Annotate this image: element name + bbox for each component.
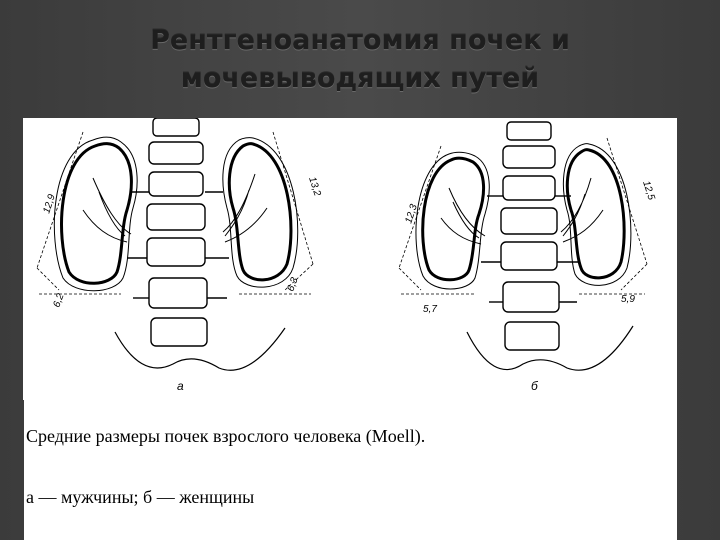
left-kidney-outer-b [415, 151, 490, 290]
left-kidney-a [60, 142, 133, 285]
slide-title: Рентгеноанатомия почек и мочевыводящих п… [0, 22, 720, 98]
left-width-label-b: 5,7 [423, 304, 437, 315]
right-pelvis-a [222, 173, 268, 243]
right-width-label-a: 6,3 [285, 276, 300, 293]
panel-label-a: а [177, 379, 184, 393]
spine-a [127, 118, 229, 347]
left-pelvis-b [440, 187, 486, 245]
pelvis-outline-b [466, 325, 634, 371]
kidney-diagram: 12,9 13,2 6,2 6,3 а [23, 118, 677, 400]
panel-a: 12,9 13,2 6,2 6,3 а [36, 118, 323, 393]
pelvis-outline-a [114, 327, 286, 371]
dimensions-b [398, 137, 648, 295]
caption-line-1: Средние размеры почек взрослого человека… [26, 426, 426, 446]
left-kidney-outer-a [53, 136, 138, 292]
right-kidney-outer-a [222, 137, 299, 288]
spine-b [481, 121, 579, 351]
dimensions-a [36, 131, 314, 295]
right-kidney-b [565, 148, 626, 280]
panel-b: 12,3 12,5 5,7 5,9 б [398, 121, 657, 393]
right-kidney-a [227, 142, 293, 282]
left-kidney-b [421, 156, 485, 282]
right-kidney-outer-b [562, 143, 632, 286]
title-line-2: мочевыводящих путей [180, 63, 540, 94]
title-line-1: Рентгеноанатомия почек и [150, 25, 570, 56]
right-width-label-b: 5,9 [621, 294, 635, 305]
panel-label-b: б [531, 379, 539, 393]
right-length-label-b: 12,5 [640, 180, 657, 202]
left-pelvis-a [82, 177, 132, 243]
left-width-label-a: 6,2 [51, 292, 66, 309]
right-length-label-a: 13,2 [306, 176, 323, 198]
caption-line-2: а — мужчины; б — женщины [26, 487, 255, 507]
right-pelvis-b [560, 177, 604, 243]
caption-box: Средние размеры почек взрослого человека… [24, 400, 677, 540]
